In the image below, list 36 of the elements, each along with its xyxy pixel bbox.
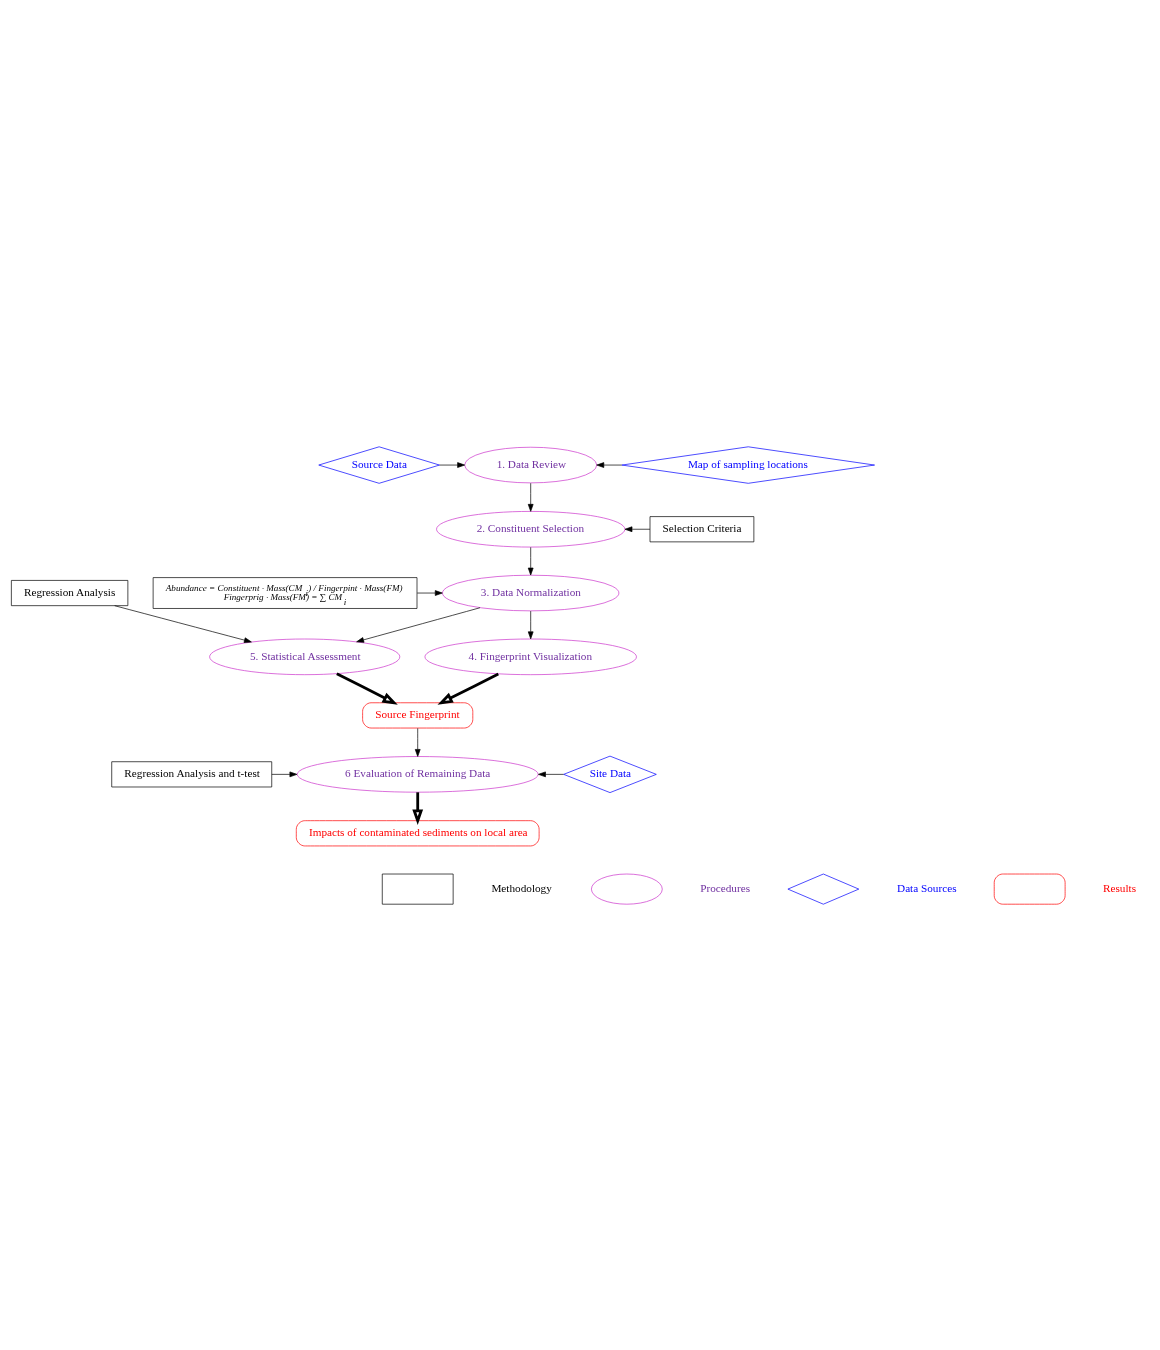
arrow — [416, 589, 443, 596]
arrow — [439, 461, 465, 468]
node-ellipse: 3. Data Normalization — [442, 574, 620, 611]
node-box — [993, 873, 1066, 905]
node-ellipse: 4. Fingerprint Visualization — [424, 638, 637, 675]
arrow — [527, 482, 534, 512]
node-box: Impacts of contaminated sediments on local area — [295, 819, 540, 846]
arrow — [336, 672, 398, 705]
node-ellipse: 1. Data Review — [464, 446, 598, 483]
node-diamond: Source Data — [318, 445, 440, 484]
arrow — [596, 461, 623, 468]
node-box: Regression Analysis — [11, 579, 129, 606]
legend-label: Methodology — [491, 881, 552, 894]
legend-label: Data Sources — [897, 881, 957, 894]
arrow — [624, 525, 651, 532]
arrow — [271, 771, 298, 777]
node-box: Regression Analysis and t-test — [111, 760, 273, 787]
legend-label: Procedures — [700, 881, 751, 894]
node-box: Selection Criteria — [649, 515, 755, 542]
arrow — [437, 672, 499, 705]
arrow — [412, 791, 424, 825]
node-box: Source Fingerprint — [362, 701, 474, 728]
arrow — [356, 606, 481, 643]
arrow — [538, 771, 564, 777]
node-ellipse: 6 Evaluation of Remaining Data — [296, 755, 539, 793]
arrow — [414, 727, 421, 757]
node-ellipse: 2. Constituent Selection — [436, 510, 626, 547]
legend-label: Results — [1103, 881, 1137, 894]
node-diamond: Site Data — [563, 755, 657, 793]
arrow — [527, 610, 534, 639]
node-ellipse — [591, 873, 663, 905]
arrow — [527, 546, 534, 575]
arrow — [114, 604, 252, 643]
node-diamond — [787, 873, 860, 905]
node-diamond: Map of sampling locations — [621, 445, 875, 484]
node-box — [381, 873, 454, 905]
